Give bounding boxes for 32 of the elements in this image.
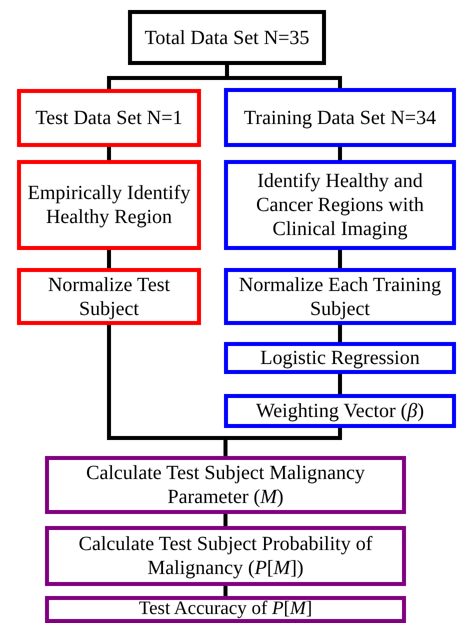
connector-line <box>224 514 228 526</box>
connector-line <box>107 147 111 160</box>
process-box <box>224 342 456 374</box>
box-label: Test Accuracy of P[M] <box>138 598 312 621</box>
box-label: Training Data Set N=34 <box>244 106 436 130</box>
box-label: Normalize Test Subject <box>46 272 172 320</box>
process-box <box>224 160 456 250</box>
box-label: Empirically Identify Healthy Region <box>26 181 192 229</box>
process-box <box>45 526 406 586</box>
connector-line <box>338 325 342 342</box>
process-box <box>128 10 326 65</box>
connector-line <box>338 374 342 394</box>
process-box <box>17 160 201 250</box>
connector-line <box>338 147 342 160</box>
box-label: Identify Healthy and Cancer Regions with Clinical Imaging <box>255 169 425 241</box>
process-box <box>224 394 456 428</box>
process-box <box>45 596 406 623</box>
process-box <box>17 89 201 147</box>
box-label: Calculate Test Subject Probability of Malignancy (P[M]) <box>78 532 374 580</box>
process-box <box>224 88 456 147</box>
box-label: Total Data Set N=35 <box>144 26 310 50</box>
process-box <box>45 456 406 514</box>
box-label: Logistic Regression <box>260 346 420 370</box>
process-box <box>224 268 456 325</box>
connector-line <box>338 250 342 268</box>
box-label: Normalize Each Training Subject <box>238 272 442 320</box>
box-label: Weighting Vector (β) <box>256 399 424 423</box>
process-box <box>17 268 201 325</box>
connector-line <box>107 250 111 268</box>
box-label: Calculate Test Subject Malignancy Parameter (M) <box>85 461 366 509</box>
box-label: Test Data Set N=1 <box>35 106 183 130</box>
connector-line <box>224 586 228 596</box>
